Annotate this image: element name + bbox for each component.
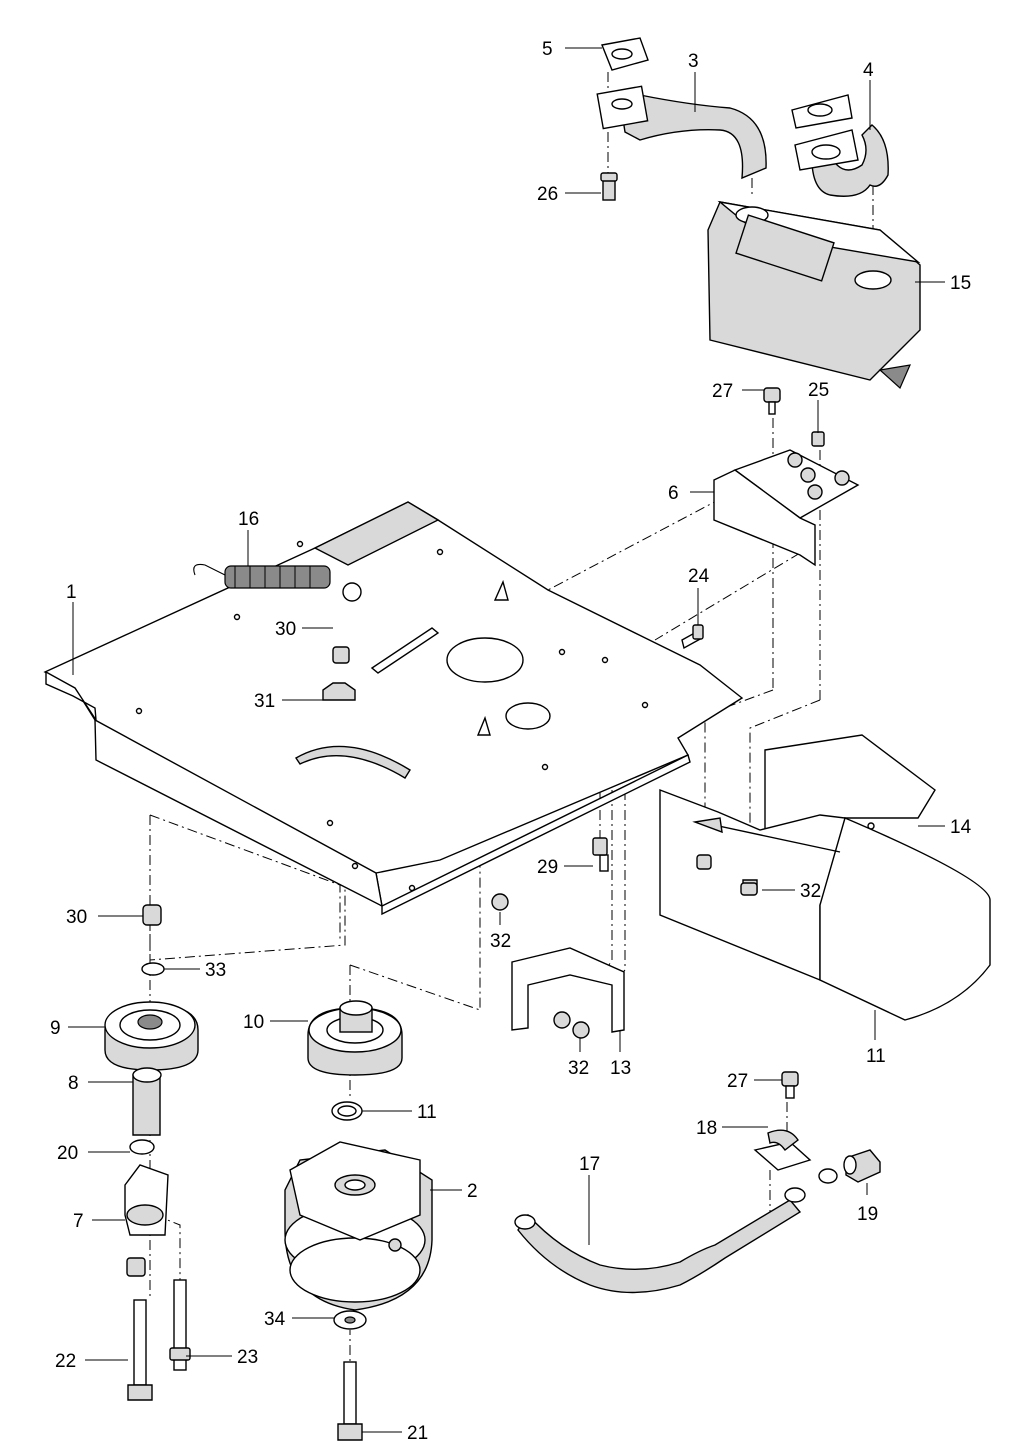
muffler-bracket [713,387,860,567]
callout-4: 4 [863,60,874,81]
callout-leaders [68,47,945,1433]
callout-15: 15 [950,273,971,294]
callout-labels: 5 3 4 26 15 27 25 6 24 16 1 30 31 29 32 … [50,39,972,1444]
callout-22: 22 [55,1351,76,1372]
callout-24: 24 [688,566,710,587]
bolts-22-23 [127,1279,191,1401]
callout-21: 21 [407,1423,428,1444]
callout-34: 34 [264,1309,286,1330]
callout-32-right: 32 [800,881,821,902]
muffler [707,200,921,390]
callout-30-top: 30 [275,619,296,640]
drive-pulley [307,1000,403,1121]
callout-33: 33 [205,960,226,981]
exhaust-pipe-4 [791,94,889,197]
callout-3: 3 [688,51,699,72]
callout-25: 25 [808,380,829,401]
callout-2: 2 [467,1181,478,1202]
callout-17: 17 [579,1154,600,1175]
hose-assembly [514,1071,881,1294]
callout-32-bracket: 32 [568,1058,589,1079]
callout-18: 18 [696,1118,717,1139]
callout-6: 6 [668,483,679,504]
pto-clutch [284,1141,433,1311]
callout-27-top: 27 [712,381,733,402]
callout-31: 31 [254,691,275,712]
callout-16: 16 [238,509,259,530]
callout-20: 20 [57,1143,78,1164]
bolt-24 [681,624,704,650]
callout-32-center: 32 [490,931,511,952]
callout-11-guard: 11 [866,1046,886,1067]
idler-pulley-assembly [104,904,199,1277]
callout-11-spacer: 11 [417,1102,437,1123]
callout-10: 10 [243,1012,264,1033]
callout-19: 19 [857,1204,878,1225]
callout-9: 9 [50,1018,61,1039]
misc-fasteners [740,882,758,896]
clutch-bolt [333,1310,367,1441]
callout-5: 5 [542,39,553,60]
exhaust-pipe-3 [596,85,767,180]
callout-13: 13 [610,1058,631,1079]
gasket-and-bolt [600,37,649,201]
callout-8: 8 [68,1073,79,1094]
main-deck-plate [43,501,744,916]
callout-14: 14 [950,817,972,838]
belt-guard-11 [659,788,991,1021]
callout-1: 1 [66,582,77,603]
tension-spring [193,563,362,602]
callout-27-bottom: 27 [727,1071,748,1092]
callout-29: 29 [537,857,558,878]
callout-7: 7 [73,1211,84,1232]
callout-30-bottom: 30 [66,907,87,928]
upper-fasteners [322,646,609,872]
callout-26: 26 [537,184,558,205]
callout-23: 23 [237,1347,258,1368]
bracket-13 [491,893,625,1039]
